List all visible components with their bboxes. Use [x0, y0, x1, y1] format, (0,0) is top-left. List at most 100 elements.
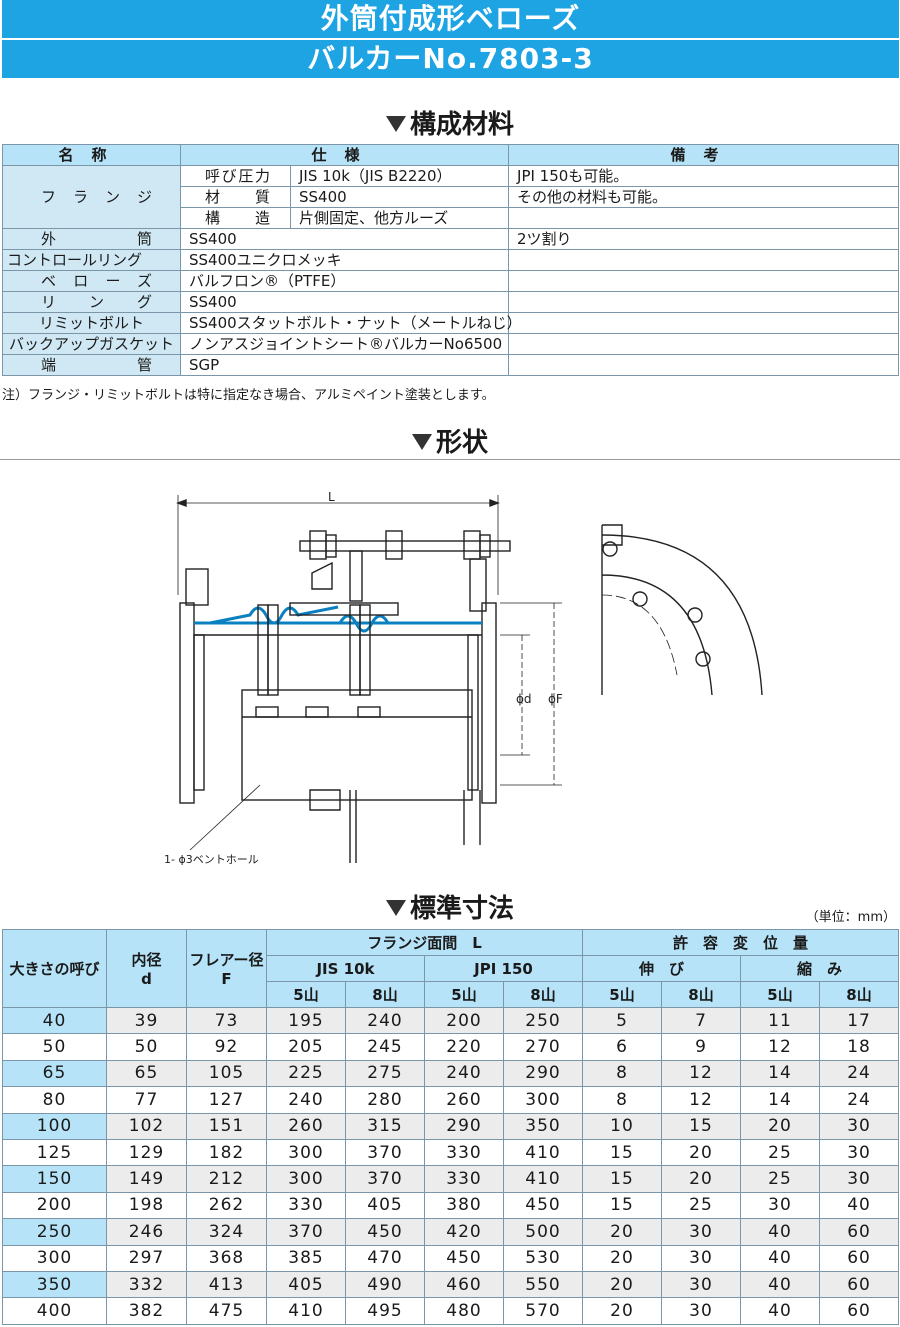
hdr-ext: 伸 び: [582, 955, 741, 982]
size-cell: 200: [2, 1191, 107, 1220]
value-cell: 14: [740, 1059, 820, 1088]
value-cell: 330: [424, 1138, 504, 1167]
materials-header-row: 名称 仕様 備考: [2, 144, 900, 166]
value-cell: 20: [582, 1297, 662, 1325]
value-cell: 450: [345, 1218, 425, 1246]
triangle-down-icon: [411, 433, 432, 450]
value-cell: 385: [266, 1244, 346, 1272]
dimensions-heading: 標準寸法: [0, 888, 900, 925]
materials-table: 名称 仕様 備考 フランジ 呼び圧力 JIS 10k（JIS B2220） JP…: [2, 144, 900, 376]
value-cell: 24: [818, 1059, 900, 1088]
value-cell: 30: [661, 1244, 741, 1272]
value-cell: 129: [106, 1138, 187, 1167]
value-cell: 65: [106, 1059, 187, 1088]
value-cell: 260: [266, 1112, 346, 1140]
value-cell: 20: [661, 1138, 741, 1167]
materials-heading: 構成材料: [0, 104, 900, 141]
value-cell: 270: [503, 1033, 583, 1061]
value-cell: 420: [424, 1218, 504, 1246]
table-row: バックアップガスケットノンアスジョイントシート®バルカーNo6500: [2, 333, 900, 355]
value-cell: 20: [582, 1218, 662, 1246]
size-cell: 400: [2, 1297, 107, 1325]
value-cell: 12: [661, 1086, 741, 1114]
value-cell: 102: [106, 1112, 187, 1140]
value-cell: 470: [345, 1244, 425, 1272]
value-cell: 30: [818, 1138, 900, 1167]
flange-name: フランジ: [2, 165, 181, 229]
value-cell: 500: [503, 1218, 583, 1246]
shape-heading: 形状: [0, 422, 900, 459]
value-cell: 9: [661, 1033, 741, 1061]
value-cell: 92: [186, 1033, 267, 1061]
value-cell: 39: [106, 1006, 187, 1035]
value-cell: 60: [818, 1244, 900, 1272]
value-cell: 149: [106, 1165, 187, 1193]
value-cell: 220: [424, 1033, 504, 1061]
value-cell: 250: [503, 1006, 583, 1035]
value-cell: 15: [582, 1138, 662, 1167]
materials-note: 注）フランジ・リミットボルトは特に指定なき場合、アルミペイント塗装とします。: [2, 388, 495, 403]
value-cell: 30: [818, 1165, 900, 1193]
value-cell: 370: [266, 1218, 346, 1246]
value-cell: 225: [266, 1059, 346, 1088]
value-cell: 450: [424, 1244, 504, 1272]
value-cell: 40: [740, 1218, 820, 1246]
value-cell: 15: [582, 1165, 662, 1193]
value-cell: 20: [740, 1112, 820, 1140]
value-cell: 350: [503, 1112, 583, 1140]
value-cell: 73: [186, 1006, 267, 1035]
unit-label: （単位：mm）: [805, 910, 896, 925]
value-cell: 30: [818, 1112, 900, 1140]
value-cell: 300: [503, 1086, 583, 1114]
value-cell: 17: [818, 1006, 900, 1035]
col-spec: 仕様: [179, 144, 510, 166]
value-cell: 245: [345, 1033, 425, 1061]
value-cell: 14: [740, 1086, 820, 1114]
value-cell: 570: [503, 1297, 583, 1325]
table-row: 構造 片側固定、他方ルーズ: [3, 207, 900, 229]
triangle-down-icon: [385, 899, 406, 916]
value-cell: 8: [582, 1086, 662, 1114]
size-cell: 65: [2, 1059, 107, 1088]
value-cell: 382: [106, 1297, 187, 1325]
value-cell: 195: [266, 1006, 346, 1035]
value-cell: 410: [503, 1138, 583, 1167]
value-cell: 297: [106, 1244, 187, 1272]
value-cell: 200: [424, 1006, 504, 1035]
value-cell: 550: [503, 1270, 583, 1299]
title-banner: 外筒付成形ベローズ: [2, 0, 899, 38]
value-cell: 405: [266, 1270, 346, 1299]
value-cell: 15: [661, 1112, 741, 1140]
value-cell: 300: [266, 1138, 346, 1167]
bellows-drawing: L ϕd ϕF 1- ϕ3ベントホール: [164, 490, 763, 866]
value-cell: 490: [345, 1270, 425, 1299]
value-cell: 77: [106, 1086, 187, 1114]
hdr-jis: JIS 10k: [266, 955, 425, 982]
model-banner: バルカーNo.7803-3: [2, 40, 899, 78]
value-cell: 18: [818, 1033, 900, 1061]
size-cell: 80: [2, 1086, 107, 1114]
value-cell: 246: [106, 1218, 187, 1246]
table-row: ベローズバルフロン®（PTFE）: [2, 270, 900, 292]
value-cell: 332: [106, 1270, 187, 1299]
value-cell: 410: [266, 1297, 346, 1325]
value-cell: 290: [503, 1059, 583, 1088]
value-cell: 30: [661, 1297, 741, 1325]
triangle-down-icon: [385, 115, 406, 132]
value-cell: 413: [186, 1270, 267, 1299]
size-cell: 40: [2, 1006, 107, 1035]
value-cell: 24: [818, 1086, 900, 1114]
value-cell: 60: [818, 1270, 900, 1299]
